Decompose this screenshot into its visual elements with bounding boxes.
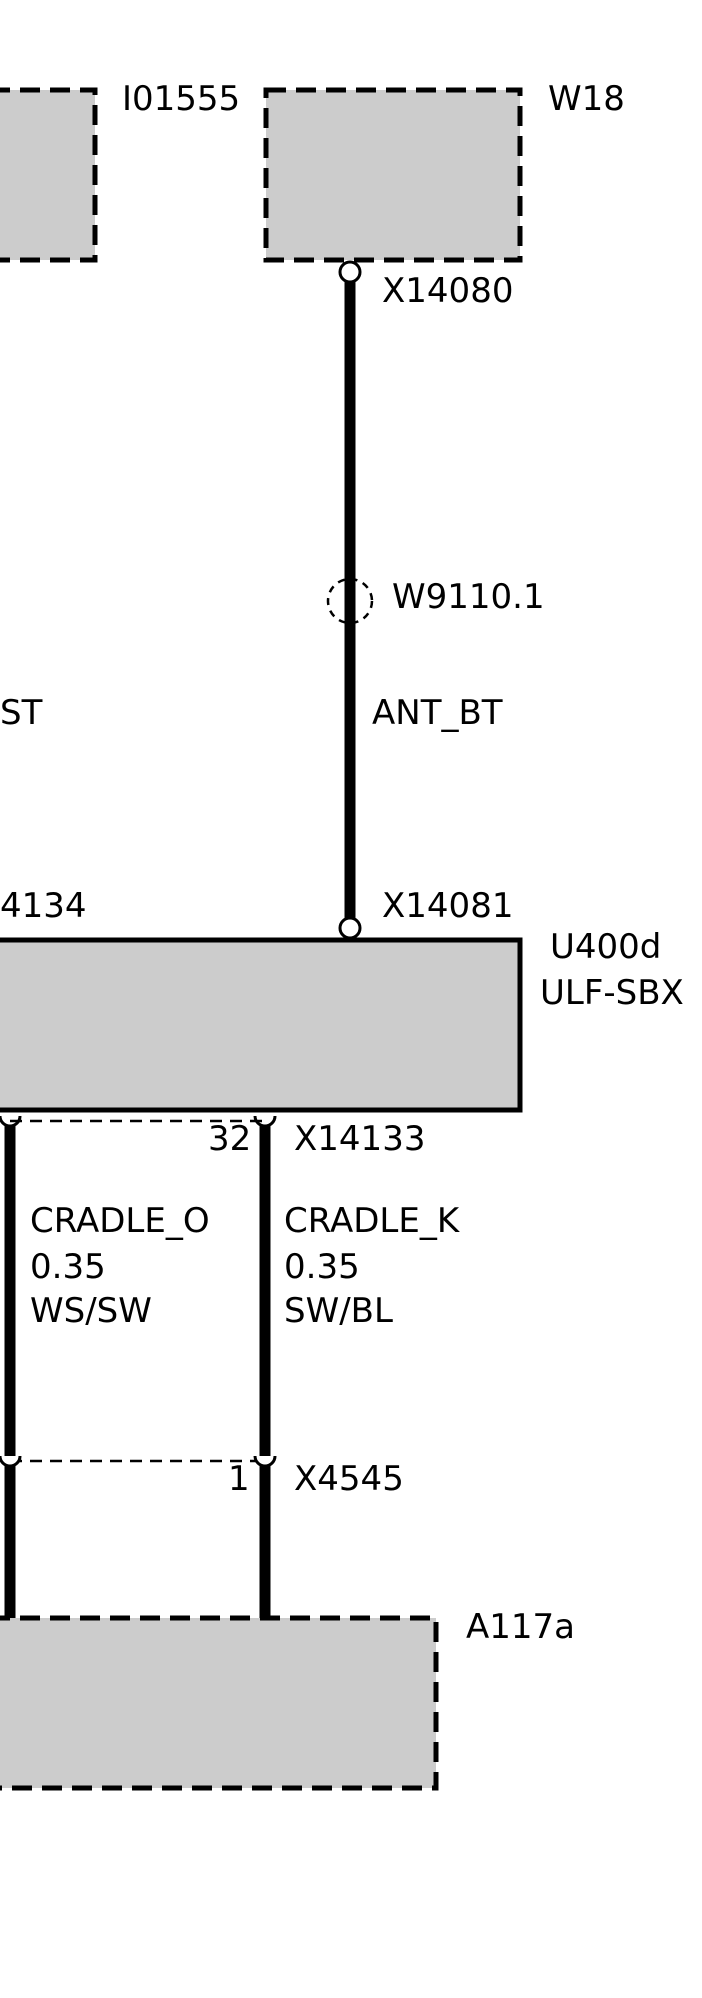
component-a117a-label: A117a <box>466 1607 575 1647</box>
connector-x14081-label: X14081 <box>382 886 513 926</box>
component-u400d-box <box>0 937 523 1113</box>
wire-cradle-k-gauge: 0.35 <box>284 1247 360 1287</box>
component-u400d-label: U400d <box>550 927 661 967</box>
connector-x14133-pin-number: 32 <box>208 1119 251 1159</box>
component-w18-box <box>263 87 523 263</box>
connector-x14080-label: X14080 <box>382 271 513 311</box>
connector-x14081-pin <box>338 916 362 940</box>
component-u400d-sublabel: ULF-SBX <box>540 973 684 1013</box>
connector-x4545-pin-right <box>253 1455 277 1468</box>
connector-x14134-label: 4134 <box>0 886 87 926</box>
connector-x4545-pin-number: 1 <box>228 1459 250 1499</box>
wire-left-partial-signal: ST <box>0 693 43 733</box>
shield-symbol <box>326 577 374 625</box>
component-w18-label: W18 <box>548 79 625 119</box>
component-i01555-label: I01555 <box>122 79 240 119</box>
wire-cradle-o-signal: CRADLE_O <box>30 1201 210 1241</box>
connector-x4545-label: X4545 <box>294 1459 404 1499</box>
wire-cradle-o-gauge: 0.35 <box>30 1247 106 1287</box>
connector-x4545-pin-left <box>0 1455 22 1468</box>
wire-cradle-k-color: SW/BL <box>284 1291 393 1331</box>
shield-label: W9110.1 <box>392 577 545 617</box>
wire-ant-bt-signal: ANT_BT <box>372 693 503 733</box>
wire-cradle-o-color: WS/SW <box>30 1291 152 1331</box>
component-i01555-box <box>0 87 98 263</box>
component-a117a-box <box>0 1615 439 1791</box>
connector-x14080-pin <box>338 260 362 284</box>
connector-x14133-label: X14133 <box>294 1119 425 1159</box>
wire-cradle-k-signal: CRADLE_K <box>284 1201 461 1241</box>
